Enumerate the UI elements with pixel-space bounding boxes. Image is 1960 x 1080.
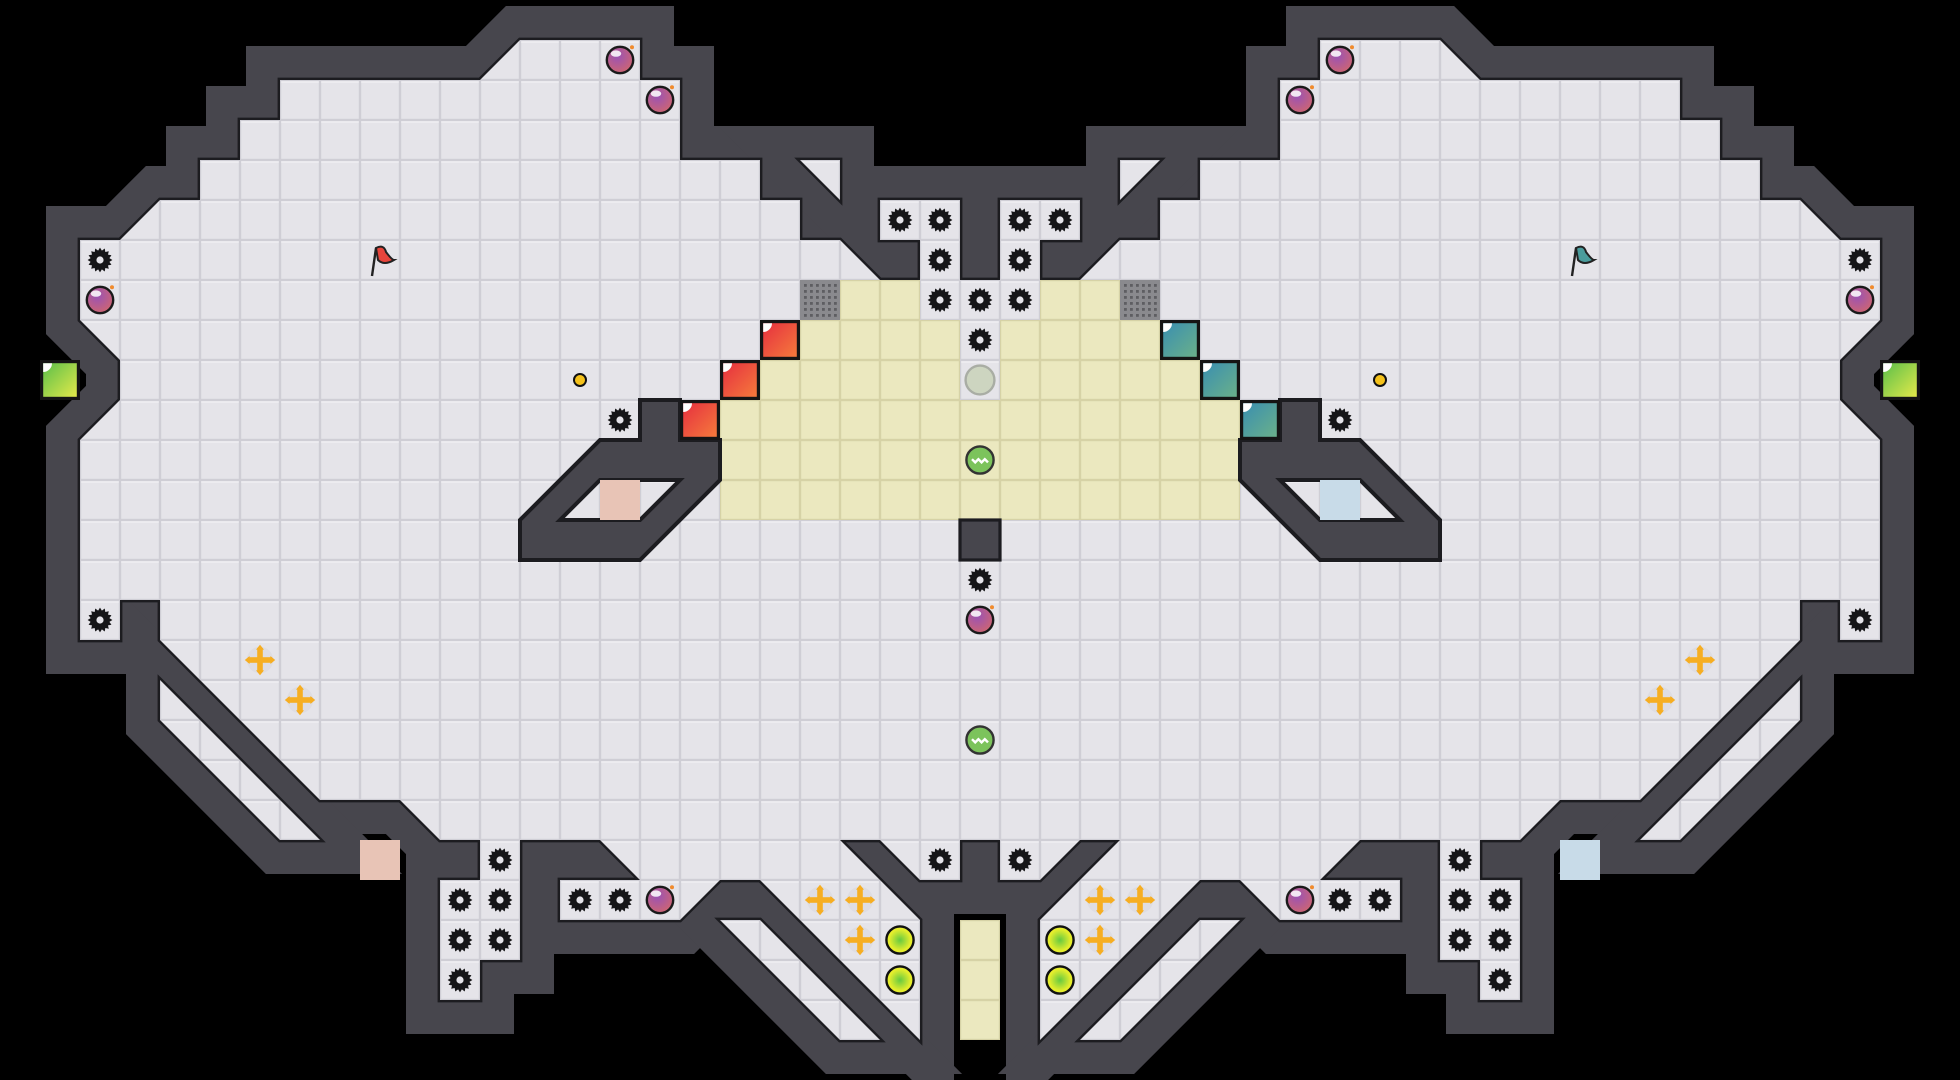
gear-icon [607,407,633,433]
bomb-icon [1285,885,1315,915]
pink-pad [360,840,400,880]
floor [160,680,320,840]
gear-icon [927,847,953,873]
bomb-icon [605,45,635,75]
floor [720,920,880,1040]
gear-icon [607,887,633,913]
red-block [720,360,760,400]
gear-icon [567,887,593,913]
gear-icon [87,607,113,633]
yellow-orb-icon [1045,965,1075,995]
gear-icon [447,887,473,913]
green-portal-icon [965,445,995,475]
move-cross-icon [1124,884,1156,916]
sand-tile [1000,320,1160,360]
grate-icon [1120,280,1160,320]
gear-icon [1447,927,1473,953]
bomb-icon [965,605,995,635]
grate-icon [800,280,840,320]
floor [1120,160,1160,200]
gear-icon [1007,287,1033,313]
blue-flag-icon [1570,245,1598,277]
red-block [680,400,720,440]
yellow-orb-icon [885,925,915,955]
gear-icon [1487,887,1513,913]
gear-icon [487,887,513,913]
gear-icon [967,327,993,353]
move-cross-icon [1644,684,1676,716]
green-base [40,360,80,400]
gear-icon [967,287,993,313]
move-cross-icon [1684,644,1716,676]
gear-icon [1047,207,1073,233]
sand-zone [720,280,1240,1040]
bomb-icon [1285,85,1315,115]
gear-icon [887,207,913,233]
gear-icon [87,247,113,273]
gear-icon [927,287,953,313]
gear-icon [1007,847,1033,873]
gear-icon [1007,207,1033,233]
red-flag-icon [370,245,398,277]
bomb-icon [85,285,115,315]
gear-icon [487,847,513,873]
gear-icon [967,567,993,593]
gear-icon [447,967,473,993]
yellow-orb-icon [885,965,915,995]
gear-icon [1847,247,1873,273]
bomb-icon [1325,45,1355,75]
gear-icon [1007,247,1033,273]
gear-icon [1447,847,1473,873]
sand-tile [720,400,1240,440]
coin-icon [1372,372,1388,388]
gear-icon [1447,887,1473,913]
move-cross-icon [1084,924,1116,956]
sand-tile [760,360,960,400]
teal-block [1160,320,1200,360]
gear-icon [1847,607,1873,633]
move-cross-icon [844,924,876,956]
gear-icon [927,207,953,233]
blue-pad [1560,840,1600,880]
sand-tile [840,280,920,320]
entity-layer [40,45,1920,995]
pink-pad [600,480,640,520]
gear-icon [1487,967,1513,993]
grey-circle-icon [964,364,996,396]
sand-column [960,920,1000,1040]
floor [1080,920,1240,1040]
gear-icon [1367,887,1393,913]
floor [1640,680,1800,840]
red-block [760,320,800,360]
gear-icon [927,247,953,273]
coin-icon [572,372,588,388]
bomb-icon [1845,285,1875,315]
move-cross-icon [1084,884,1116,916]
floor [800,160,840,200]
gear-icon [447,927,473,953]
bomb-icon [645,85,675,115]
gear-icon [1487,927,1513,953]
gear-icon [487,927,513,953]
move-cross-icon [284,684,316,716]
teal-block [1240,400,1280,440]
yellow-orb-icon [1045,925,1075,955]
green-base [1880,360,1920,400]
move-cross-icon [844,884,876,916]
sand-tile [800,320,960,360]
gear-icon [1327,407,1353,433]
wall-block [958,518,1002,562]
move-cross-icon [804,884,836,916]
sand-tile [1040,280,1120,320]
sand-tile [1000,360,1200,400]
green-portal-icon [965,725,995,755]
bomb-icon [645,885,675,915]
move-cross-icon [244,644,276,676]
gear-icon [1327,887,1353,913]
blue-pad [1320,480,1360,520]
sand-tile [720,480,1240,520]
teal-block [1200,360,1240,400]
